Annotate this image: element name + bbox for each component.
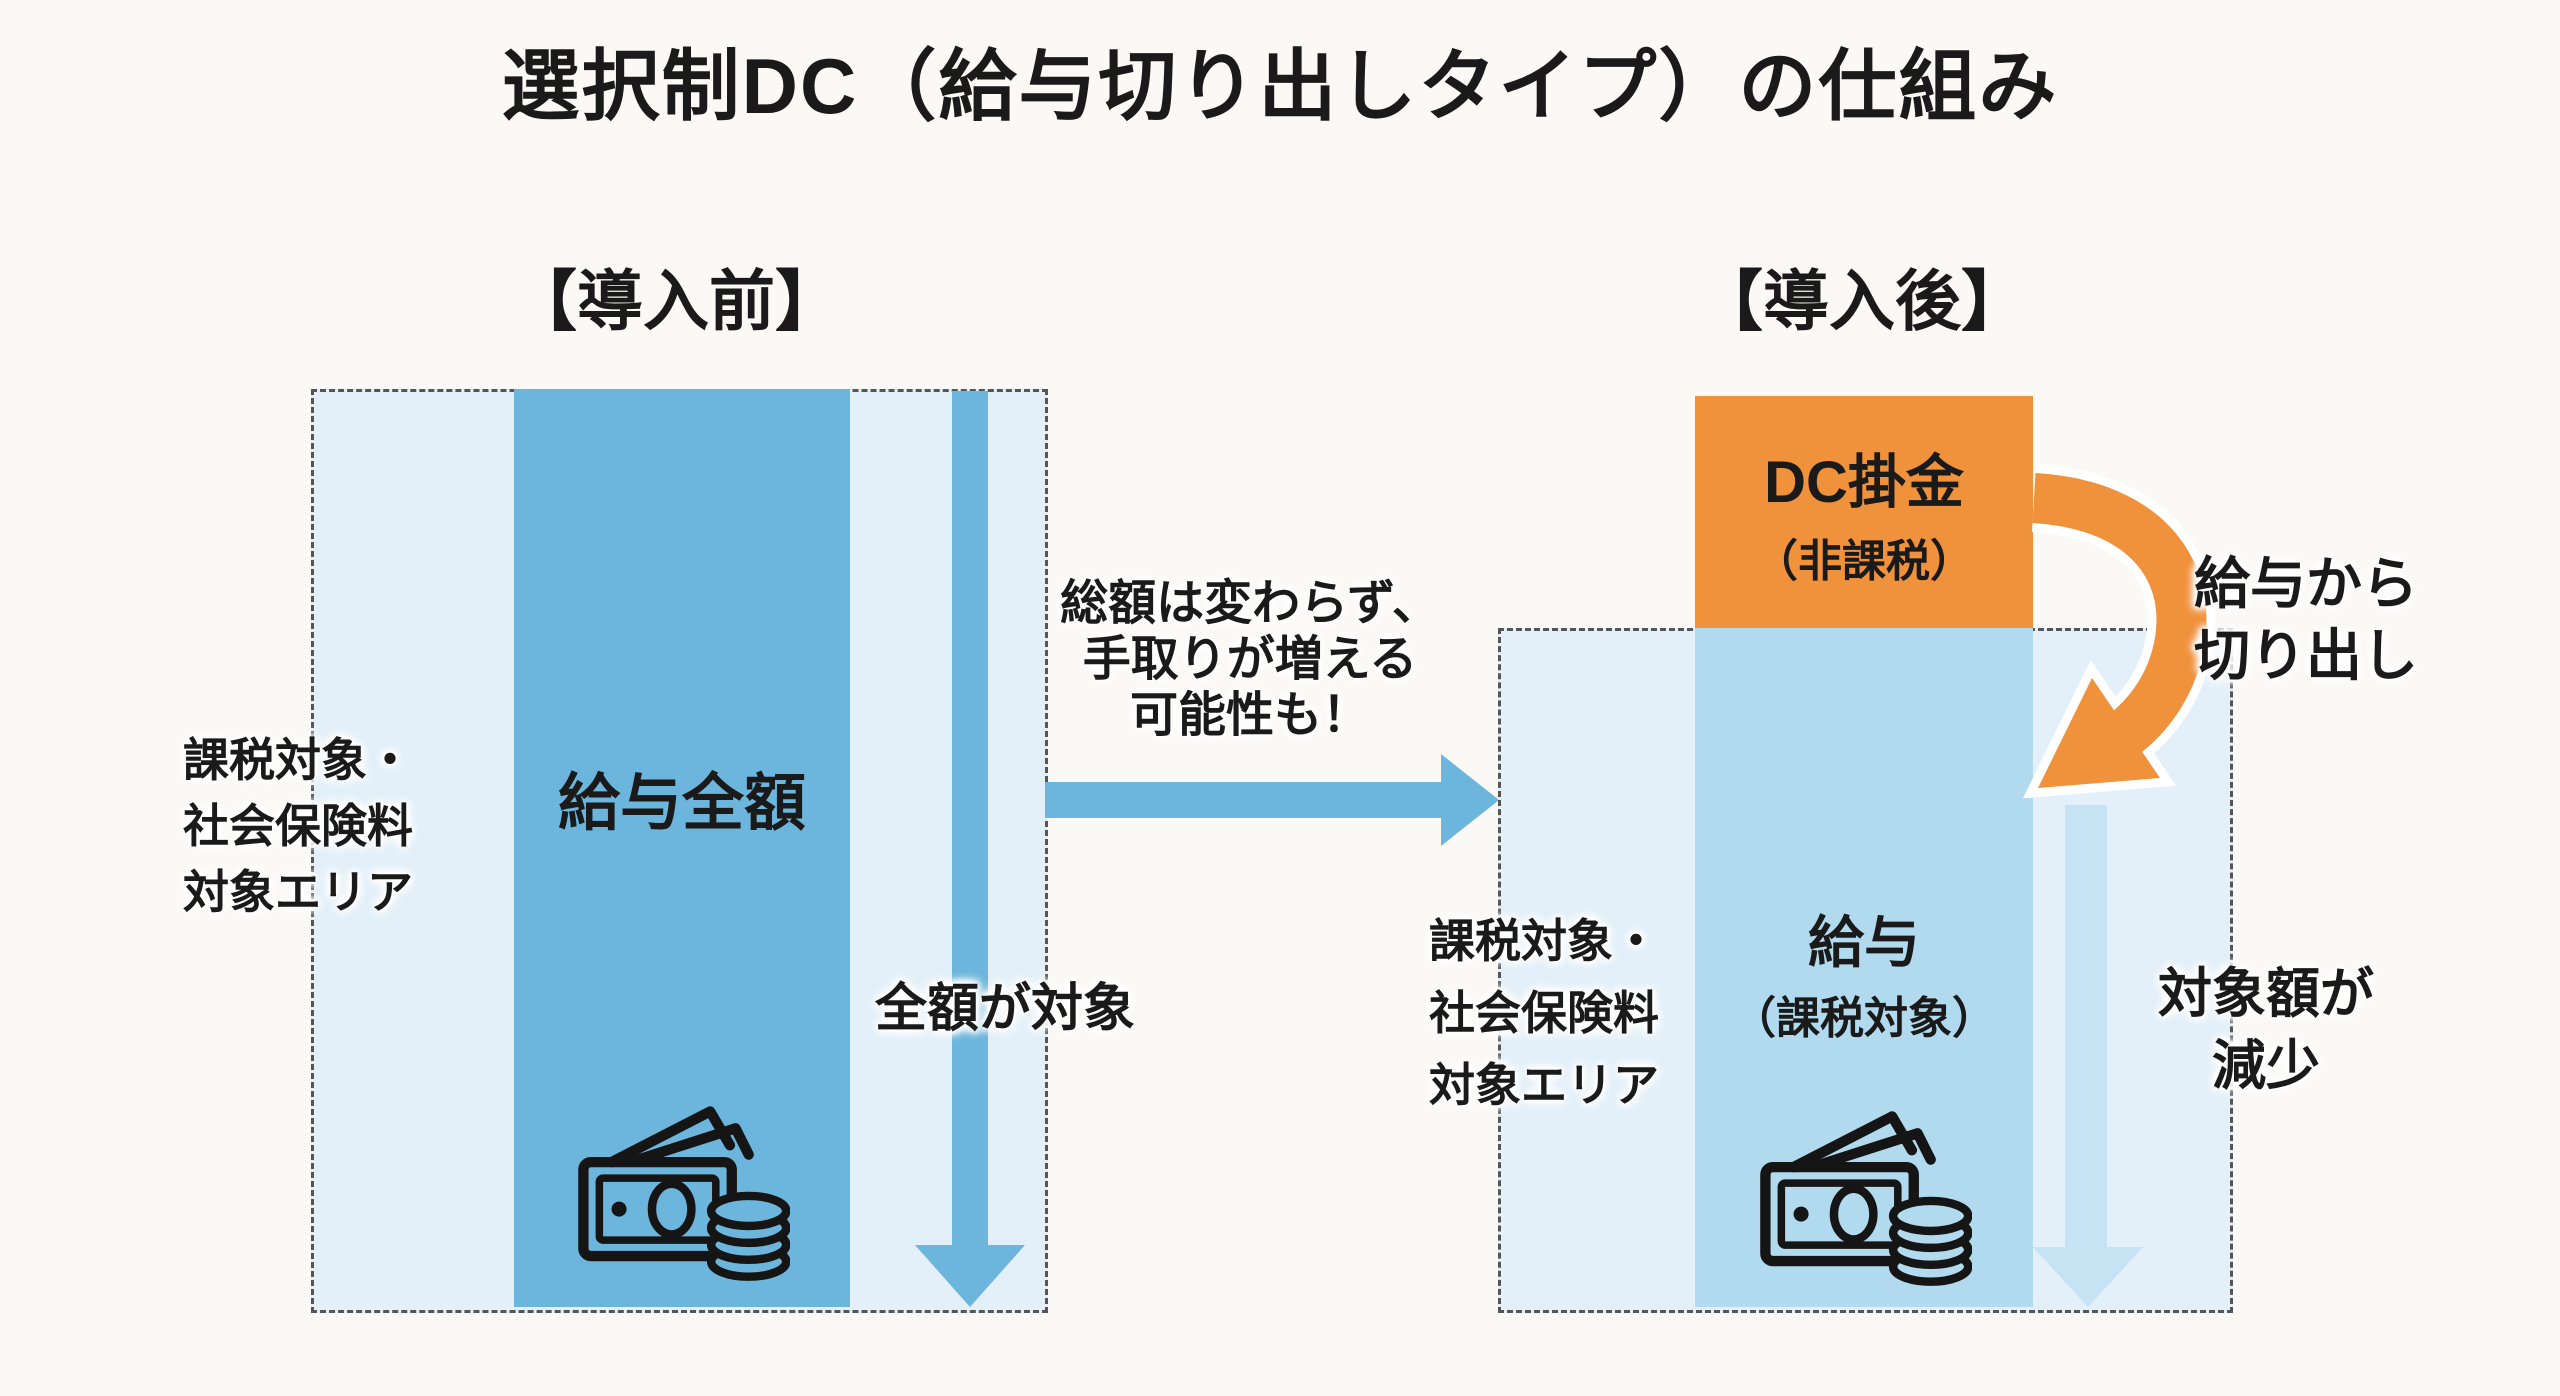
- after-down-arrow-icon: [2033, 1247, 2143, 1307]
- before-arrow-label: 全額が対象: [874, 980, 1135, 1038]
- before-area-label: 課税対象・ 社会保険料 対象エリア: [98, 727, 498, 925]
- transition-note: 総額は変わらず、 手取りが増える 可能性も！: [1000, 576, 1500, 744]
- right-arrow-icon: [1441, 754, 1499, 846]
- dc-box-title: DC掛金: [1764, 450, 1964, 515]
- before-down-arrow-shaft: [952, 391, 988, 1245]
- label-line: 対象額が: [2158, 964, 2374, 1024]
- after-column-sublabel: （課税対象）: [1732, 994, 1996, 1043]
- transition-arrow-shaft: [1045, 782, 1441, 818]
- after-area-label: 課税対象・ 社会保険料 対象エリア: [1344, 905, 1744, 1121]
- label-line: 課税対象・: [1429, 915, 1659, 967]
- note-line: 総額は変わらず、: [1060, 577, 1440, 630]
- heading-before: 【導入前】: [511, 264, 841, 338]
- label-line: 対象エリア: [1429, 1059, 1659, 1111]
- note-line: 可能性も！: [1129, 689, 1370, 742]
- label-line: 課税対象・: [183, 734, 413, 786]
- page-title: 選択制DC（給与切り出しタイプ）の仕組み: [501, 42, 2059, 130]
- label-line: 給与から: [2194, 552, 2418, 615]
- label-line: 対象エリア: [183, 866, 413, 918]
- money-icon: [578, 1106, 790, 1281]
- label-line: 減少: [2212, 1036, 2320, 1096]
- before-salary-column: [514, 389, 850, 1307]
- dc-contribution-box: DC掛金 （非課税）: [1695, 396, 2033, 628]
- label-line: 社会保険料: [183, 800, 413, 852]
- note-line: 手取りが増える: [1082, 633, 1418, 686]
- heading-after: 【導入後】: [1697, 264, 2027, 338]
- label-line: 切り出し: [2194, 624, 2418, 687]
- before-down-arrow-icon: [915, 1245, 1025, 1307]
- label-line: 社会保険料: [1429, 987, 1659, 1039]
- carve-out-label: 給与から 切り出し: [2106, 548, 2506, 692]
- before-column-label: 給与全額: [557, 769, 806, 838]
- dc-box-subtitle: （非課税）: [1754, 537, 1974, 586]
- money-icon: [1760, 1111, 1972, 1286]
- after-arrow-label: 対象額が 減少: [2066, 958, 2466, 1102]
- after-down-arrow-shaft: [2065, 805, 2107, 1247]
- after-column-label: 給与: [1808, 911, 1920, 974]
